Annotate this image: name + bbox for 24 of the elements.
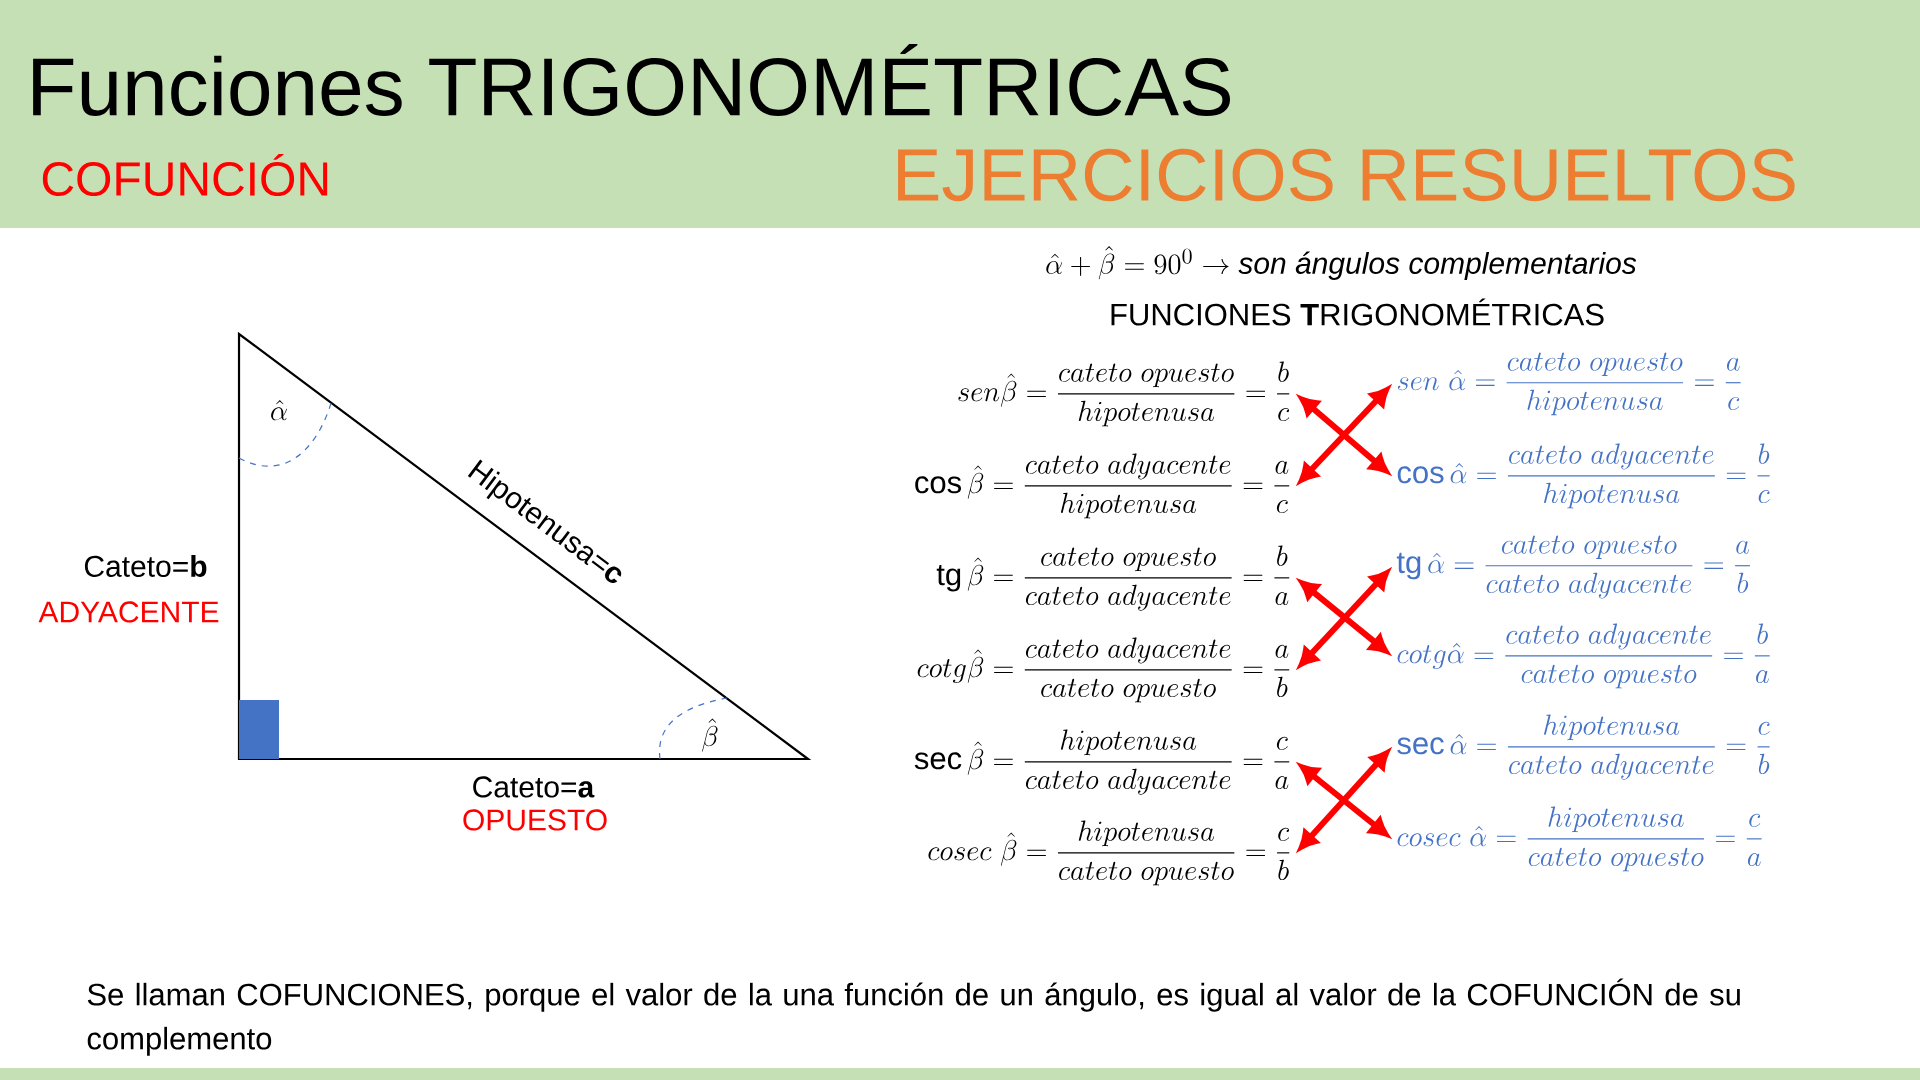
heading: FUNCIONES TRIGONOMÉTRICAS [1111,298,1604,326]
formula: $sen\ \hat{\alpha} = \frac{cateto\ opuesto}{hipotenusa} = \frac{a}{c}$ [1397,352,1741,416]
formula: $\mathrm{tg}\,\hat{\beta} = \frac{cateto\ opuesto}{cateto\ adyacente} = \frac{b}{a}$ [936,545,1290,611]
formula: $\cos\hat{\alpha} = \frac{cateto\ adyacente}{hipotenusa} = \frac{b}{c}$ [1397,443,1770,509]
formula: $cotg\hat{\beta} = \frac{cateto\ adyacente}{cateto\ opuesto} = \frac{a}{b}$ [917,637,1290,703]
formula: $cosec\ \hat{\alpha} = \frac{hipotenusa}{cateto\ opuesto} = \frac{c}{a}$ [1397,806,1762,872]
title: Funciones TRIGONOMÉTRICAS [33,44,1230,116]
formula: $cotg\hat{\alpha} = \frac{cateto\ adyacente}{cateto\ opuesto} = \frac{b}{a}$ [1397,623,1770,689]
side-label: ADYACENTE [38,601,219,623]
side-label: Cateto=a [473,776,595,798]
formula: $\hat{\alpha}+\hat{\beta}=90^0\rightarrow \textit{son ángulos complementarios}$ [1046,246,1637,280]
formula: $\mathrm{tg}\,\hat{\alpha} = \frac{cateto\ opuesto}{cateto\ adyacente} = \frac{a}{b}$ [1396,535,1750,599]
formula: $cosec\ \hat{\beta} = \frac{hipotenusa}{cateto\ opuesto} = \frac{c}{b}$ [928,820,1290,886]
note: Se llaman COFUNCIONES, porque el valor de la una función de un ángulo, es igual al valor de la COFUNCIÓN de su complemento [87,978,1740,1056]
formula: $\cos\hat{\beta} = \frac{cateto\ adyacente}{hipotenusa} = \frac{a}{c}$ [915,453,1290,519]
formula: $sen\hat{\beta} = \frac{cateto\ opuesto}{hipotenusa} = \frac{b}{c}$ [958,361,1290,427]
formula: $\sec\hat{\alpha} = \frac{hipotenusa}{cateto\ adyacente} = \frac{c}{b}$ [1397,714,1770,780]
formula: $\sec\hat{\beta} = \frac{hipotenusa}{cateto\ adyacente} = \frac{c}{a}$ [914,729,1290,795]
angle-label: $\hat{\beta}$ [702,718,718,752]
subtitle: COFUNCIÓN [42,153,328,197]
banner-text: EJERCICIOS RESUELTOS [898,148,1795,202]
side-label: Cateto=b [84,555,207,577]
angle-label: $\hat{\alpha}$ [271,400,287,421]
side-label: OPUESTO [463,809,607,831]
